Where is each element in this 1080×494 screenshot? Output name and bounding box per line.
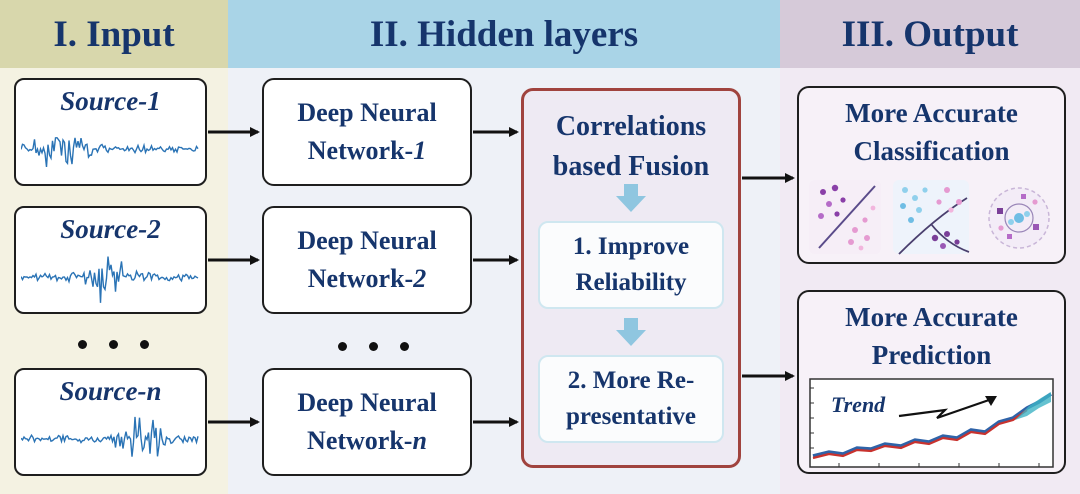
hidden-layers-header: II. Hidden layers <box>228 0 780 68</box>
circular-boundary-icon <box>988 187 1050 249</box>
dnn-1-line2: Network-1 <box>307 136 427 165</box>
source-n-title: Source-n <box>59 376 162 406</box>
input-header: I. Input <box>0 0 228 68</box>
step-1-line1: 1. Improve <box>572 233 690 260</box>
improve-reliability-box: 1. Improve Reliability <box>538 221 724 309</box>
step-2-line2: presentative <box>565 403 697 430</box>
fusion-box: Correlations based Fusion 1. Improve Rel… <box>521 88 741 468</box>
prediction-output-box: More Accurate Prediction Trend <box>797 290 1066 474</box>
source-1-signal <box>21 136 199 167</box>
source-1-title: Source-1 <box>60 86 161 116</box>
source-ellipsis <box>78 340 149 349</box>
dnn-n-line2: Network-n <box>307 426 427 455</box>
dnn-n-box: Deep Neural Network-n <box>262 368 472 476</box>
classification-title: More Accurate Classification <box>845 98 1018 166</box>
source-n-signal <box>21 416 199 457</box>
source-1-box: Source-1 <box>14 78 207 186</box>
classification-output-box: More Accurate Classification <box>797 86 1066 264</box>
cluster-separator-icon <box>893 180 970 255</box>
dnn-2-box: Deep Neural Network-2 <box>262 206 472 314</box>
network-ellipsis <box>338 342 409 351</box>
step-2-line1: 2. More Re- <box>567 367 695 394</box>
output-header: III. Output <box>780 0 1080 68</box>
linear-separator-icon <box>809 180 881 254</box>
source-2-box: Source-2 <box>14 206 207 314</box>
trend-plot: Trend <box>809 378 1054 468</box>
source-2-title: Source-2 <box>60 214 161 244</box>
dnn-1-line1: Deep Neural <box>297 98 437 127</box>
dnn-1-box: Deep Neural Network-1 <box>262 78 472 186</box>
prediction-title: More Accurate Prediction <box>845 302 1018 370</box>
step-1-line2: Reliability <box>575 269 687 296</box>
dnn-n-line1: Deep Neural <box>297 388 437 417</box>
dnn-2-line2: Network-2 <box>307 264 427 293</box>
source-n-box: Source-n <box>14 368 207 476</box>
fusion-title: Correlations based Fusion <box>552 111 710 182</box>
more-representative-box: 2. More Re- presentative <box>538 355 724 443</box>
dnn-2-line1: Deep Neural <box>297 226 437 255</box>
trend-label: Trend <box>831 392 886 417</box>
source-2-signal <box>21 256 199 303</box>
classification-icons <box>809 180 1050 255</box>
